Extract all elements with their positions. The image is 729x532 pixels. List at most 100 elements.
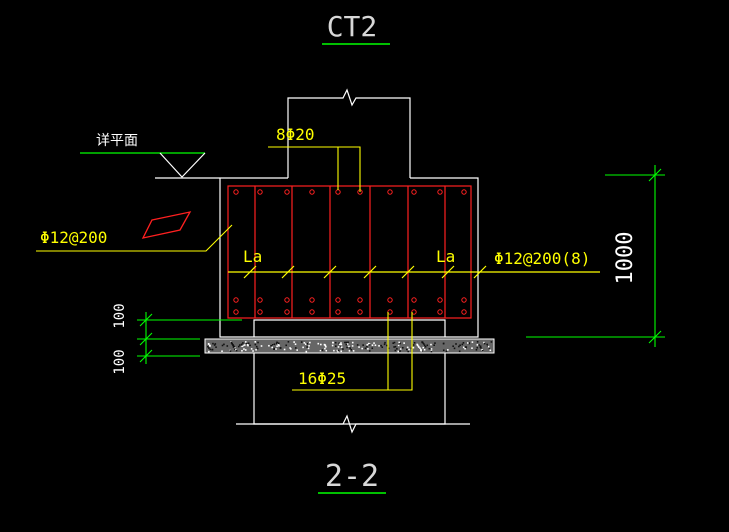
speckle — [340, 343, 343, 346]
speckle — [348, 350, 351, 352]
speckle — [273, 343, 276, 346]
speckle — [337, 349, 340, 352]
speckle — [215, 346, 217, 348]
speckle — [351, 341, 354, 344]
concrete-outline — [219, 88, 479, 434]
speckle — [430, 350, 433, 353]
speckle — [397, 344, 400, 347]
speckle — [255, 345, 258, 348]
speckle — [249, 344, 251, 347]
speckle — [296, 349, 298, 351]
speckle — [487, 345, 490, 348]
speckle — [366, 343, 369, 346]
speckle — [333, 349, 335, 352]
rebar-dot — [233, 309, 239, 315]
rebar-dot — [335, 297, 341, 303]
leaders — [36, 146, 413, 391]
speckle — [273, 348, 275, 350]
speckle — [445, 350, 448, 353]
speckle — [302, 346, 304, 349]
speckle — [306, 342, 309, 345]
speckle — [486, 345, 489, 348]
level-note: 详平面 — [96, 133, 138, 149]
rebar-marker-diamond — [141, 211, 192, 239]
speckle — [423, 344, 426, 347]
speckle — [371, 347, 374, 350]
speckle — [393, 346, 395, 348]
speckle — [447, 349, 449, 351]
anchorage-left-label: La — [243, 247, 262, 266]
leader-bottom-rebar-2 — [388, 312, 413, 391]
speckle — [233, 345, 235, 348]
speckle — [285, 344, 288, 347]
speckle — [243, 348, 245, 350]
speckle — [340, 346, 343, 348]
speckle — [392, 342, 395, 344]
speckle — [241, 345, 243, 348]
speckle — [483, 342, 486, 345]
speckle — [406, 348, 408, 351]
rebar-dot — [257, 309, 263, 315]
speckle — [256, 347, 259, 350]
speckle — [476, 341, 479, 343]
speckle — [223, 343, 225, 346]
speckle — [387, 347, 390, 350]
speckle — [340, 342, 342, 344]
speckle — [350, 348, 353, 351]
speckle — [346, 346, 348, 349]
speckle — [462, 346, 465, 349]
bar-tick — [323, 265, 337, 279]
speckle — [324, 344, 327, 347]
rebar-dots — [233, 189, 467, 315]
dimension-lines — [137, 165, 665, 364]
speckle — [244, 341, 247, 343]
speckle — [303, 342, 306, 344]
pile-top — [253, 319, 446, 337]
rebar-dot — [387, 189, 393, 195]
speckle — [418, 346, 420, 348]
speckle — [383, 343, 386, 346]
bottom-rebar-label: 16Φ25 — [298, 369, 346, 388]
speckle — [368, 350, 371, 352]
speckle — [344, 341, 346, 344]
speckle — [277, 342, 280, 345]
rebar-dot — [335, 189, 341, 195]
cushion-dimension-text-2: 100 — [112, 349, 128, 374]
speckle — [426, 344, 429, 347]
speckle — [345, 341, 348, 344]
speckle — [394, 349, 397, 352]
cap-outline — [219, 177, 479, 338]
speckle — [442, 342, 445, 345]
speckle — [347, 341, 349, 344]
speckle — [208, 350, 210, 353]
column-stub — [287, 88, 411, 178]
speckle — [309, 341, 311, 344]
rebar-dot — [309, 309, 315, 315]
speckle — [340, 345, 342, 348]
bar-tick — [401, 265, 415, 279]
speckle — [254, 341, 257, 343]
speckle — [337, 350, 339, 353]
speckle — [471, 341, 474, 343]
speckle — [475, 349, 478, 351]
speckle — [362, 344, 364, 346]
speckle — [478, 344, 480, 346]
speckle — [433, 344, 435, 347]
speckle — [289, 347, 291, 349]
speckle — [307, 347, 310, 350]
speckle — [408, 348, 410, 351]
rebar-dot — [387, 297, 393, 303]
speckle — [406, 346, 409, 349]
speckle — [209, 345, 211, 347]
speckle — [247, 342, 250, 345]
speckle — [213, 344, 216, 346]
ground-level-symbol — [80, 152, 220, 179]
rebar-dot — [335, 309, 341, 315]
speckle — [209, 348, 211, 351]
speckle — [214, 343, 217, 345]
speckle — [413, 342, 416, 344]
speckle — [361, 347, 363, 350]
speckle — [252, 350, 254, 352]
pile-body — [253, 352, 446, 425]
bar-tick — [281, 265, 295, 279]
